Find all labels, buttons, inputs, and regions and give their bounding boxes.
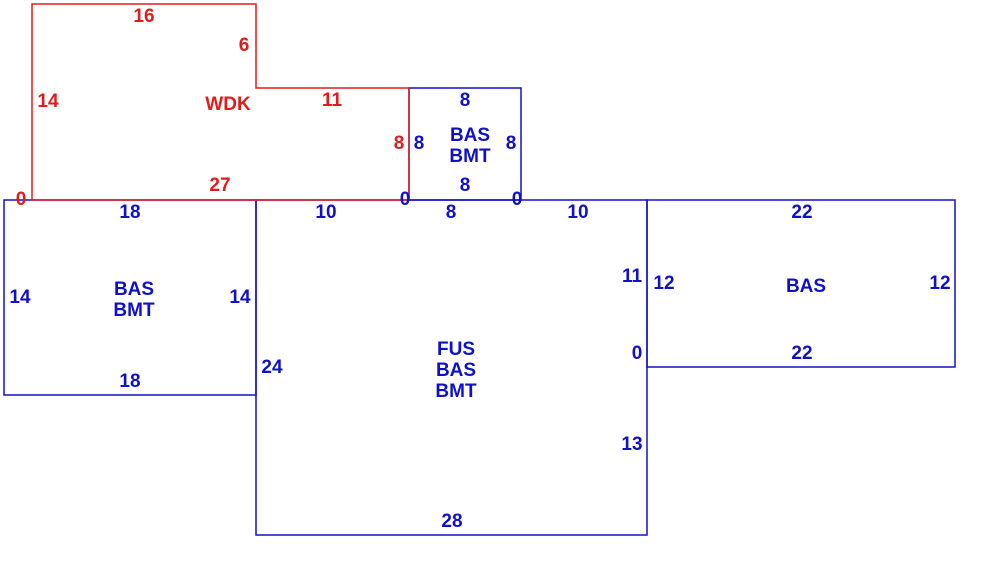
wdk-dim-corner-left: 0 [16, 189, 27, 210]
bas-right-dim-right: 12 [929, 273, 950, 294]
wdk-dim-corner-right: 0 [400, 189, 411, 210]
wdk-dim-left: 14 [37, 91, 59, 112]
fus-main-dim-top-left: 10 [315, 202, 336, 223]
bas-right-area: BAS 22 12 12 22 [646, 199, 956, 368]
wdk-area: WDK 16 6 14 11 8 27 0 0 [16, 3, 411, 210]
wdk-label: WDK [205, 94, 251, 115]
bas-bmt-left-dim-left: 14 [9, 287, 31, 308]
bas-bmt-left-dim-bottom: 18 [119, 371, 140, 392]
wdk-dim-notch-run: 11 [322, 90, 343, 111]
bas-right-dim-top: 22 [791, 202, 812, 223]
fus-main-dim-right-lower: 13 [621, 434, 642, 455]
fus-main-dim-left: 24 [261, 357, 283, 378]
bas-bmt-left-label-2: BMT [113, 300, 155, 321]
fus-main-label-1: FUS [437, 339, 475, 360]
bas-bmt-small-dim-bottom: 8 [460, 175, 471, 196]
fus-main-label-3: BMT [435, 381, 477, 402]
bas-bmt-left-dim-right: 14 [229, 287, 251, 308]
bas-bmt-small-dim-left: 8 [414, 133, 425, 154]
bas-bmt-small-label-2: BMT [449, 146, 491, 167]
fus-main-dim-top-right: 10 [567, 202, 588, 223]
bas-right-dim-bottom: 22 [791, 343, 812, 364]
wdk-outline [31, 3, 410, 201]
bas-bmt-small-dim-right: 8 [506, 133, 517, 154]
bas-bmt-small-dim-top: 8 [460, 90, 471, 111]
fus-main-dim-right-corner: 0 [632, 343, 643, 364]
fus-main-dim-bottom: 28 [441, 511, 462, 532]
fus-main-dim-top-mid: 8 [446, 202, 457, 223]
wdk-dim-top: 16 [133, 6, 154, 27]
bas-bmt-left-dim-top: 18 [119, 202, 140, 223]
bas-right-dim-left: 12 [653, 273, 674, 294]
bas-bmt-small-label-1: BAS [450, 125, 490, 146]
fus-main-area: FUS BAS BMT 10 8 10 24 11 0 13 28 [255, 199, 648, 536]
wdk-dim-notch-drop: 6 [239, 35, 250, 56]
bas-bmt-small-area: BAS BMT 8 8 8 8 0 [408, 87, 522, 210]
wdk-dim-right: 8 [394, 133, 405, 154]
wdk-dim-bottom: 27 [209, 175, 230, 196]
bas-bmt-left-area: BAS BMT 18 14 14 18 [3, 199, 257, 396]
fus-main-dim-right-upper: 11 [622, 266, 643, 287]
bas-right-label-1: BAS [786, 276, 826, 297]
bas-bmt-left-label-1: BAS [114, 279, 154, 300]
bas-right-outline [646, 199, 956, 368]
fus-main-label-2: BAS [436, 360, 476, 381]
